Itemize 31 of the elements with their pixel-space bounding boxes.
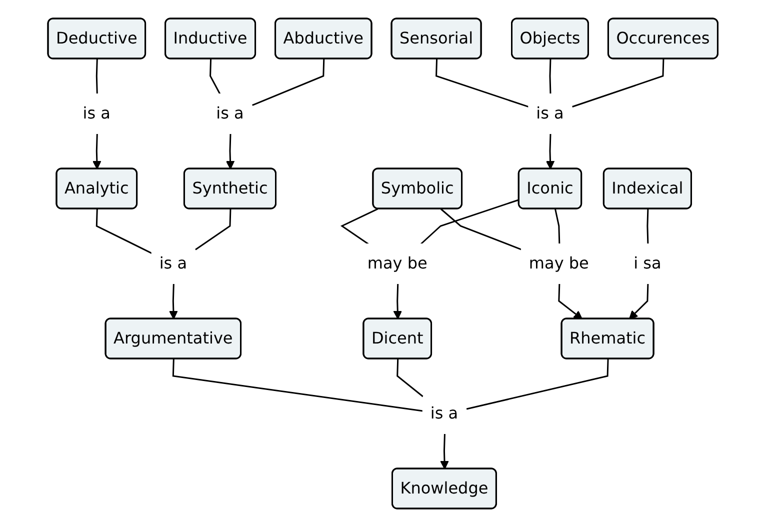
connector (210, 58, 221, 94)
connector (549, 58, 552, 94)
arrow (629, 284, 649, 320)
arrow (169, 284, 178, 320)
connector (252, 58, 325, 106)
node-text: i sa (634, 254, 662, 272)
connector (440, 208, 522, 250)
node-text: is a (216, 104, 244, 122)
connector (420, 199, 520, 245)
connector (646, 208, 649, 244)
arrow (226, 134, 235, 170)
connector (96, 58, 98, 94)
connector (396, 358, 424, 398)
node-text: is a (82, 104, 111, 122)
arrow (440, 434, 450, 470)
arrow (92, 134, 102, 170)
connector (96, 208, 152, 254)
connector (572, 58, 664, 108)
arrow (558, 284, 583, 320)
connector (554, 208, 560, 244)
connector (436, 58, 530, 108)
node-text: may be (368, 254, 428, 272)
connector (172, 358, 424, 412)
node-text: is a (159, 254, 188, 272)
arrow (546, 134, 555, 170)
node-text: is a (536, 104, 564, 122)
arrow (393, 284, 402, 320)
connector (466, 358, 609, 410)
node-text: is a (430, 404, 458, 422)
node-text: may be (529, 254, 590, 272)
connector (195, 208, 232, 250)
